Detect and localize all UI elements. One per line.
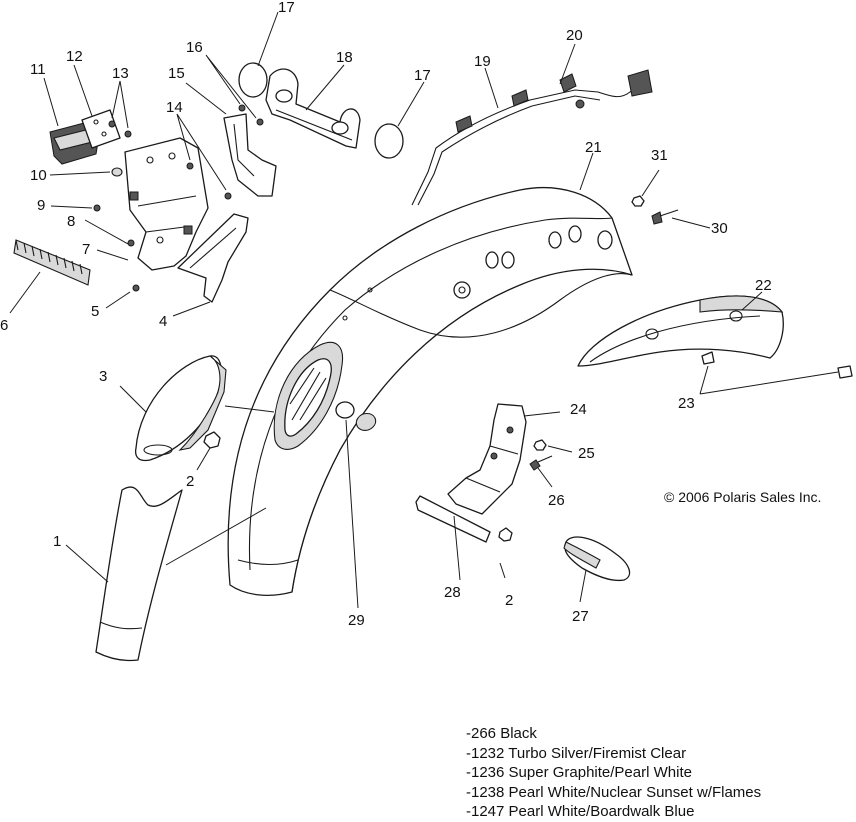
callout-2-left: 2 (186, 473, 194, 490)
turn-signal-lens-right (374, 123, 404, 159)
nut-14b (224, 192, 232, 200)
fender-tip (95, 486, 183, 662)
callout-14: 14 (166, 99, 183, 116)
callout-16: 16 (186, 39, 203, 56)
color-code-legend: -266 Black -1232 Turbo Silver/Firemist C… (466, 724, 761, 822)
color-code-line: -1236 Super Graphite/Pearl White (466, 764, 692, 781)
rear-trim (577, 295, 784, 367)
color-code-line: -1238 Pearl White/Nuclear Sunset w/Flame… (466, 783, 762, 801)
nut-2-right (498, 527, 513, 542)
callout-17-top: 17 (278, 0, 295, 16)
nut-2-left (203, 431, 221, 449)
callout-3: 3 (99, 368, 107, 385)
callout-8: 8 (67, 213, 75, 230)
bolt-23b (837, 365, 853, 379)
callout-10: 10 (30, 167, 47, 184)
mount-bracket (223, 113, 277, 197)
screw-8 (127, 239, 135, 247)
trim-strip (415, 495, 491, 543)
nut-10 (111, 167, 123, 177)
reflector-strip (13, 239, 91, 286)
rear-fender (227, 187, 633, 596)
callout-2-right: 2 (505, 592, 513, 609)
turn-signal-bracket (265, 68, 361, 149)
lamp-gasket (81, 109, 121, 149)
callout-31: 31 (651, 147, 668, 164)
screw-5 (132, 284, 140, 292)
copyright-notice: © 2006 Polaris Sales Inc. (664, 489, 822, 505)
callout-5: 5 (91, 303, 99, 320)
screw-13a (108, 120, 116, 128)
callout-27: 27 (572, 608, 589, 625)
callout-17-right: 17 (414, 67, 431, 84)
wire-harness (411, 69, 653, 206)
callout-25: 25 (578, 445, 595, 462)
bolt-23a (701, 351, 715, 365)
taillight-lens (134, 355, 227, 462)
nut-25 (533, 439, 547, 451)
callout-26: 26 (548, 492, 565, 509)
screw-16a (238, 104, 246, 112)
callout-19: 19 (474, 53, 491, 70)
callout-18: 18 (336, 49, 353, 66)
callout-numbers: 1 2 2 3 4 5 6 7 8 9 10 11 12 13 14 15 16… (0, 0, 772, 629)
license-bracket (124, 137, 209, 271)
leader-lines (9, 11, 839, 609)
callout-29: 29 (348, 612, 365, 629)
color-code-line: -1232 Turbo Silver/Firemist Clear (466, 744, 687, 762)
callout-11: 11 (30, 61, 46, 78)
screw-26 (529, 455, 553, 471)
callout-15: 15 (168, 65, 185, 82)
callout-1: 1 (53, 533, 61, 550)
callout-4: 4 (159, 313, 167, 330)
callout-9: 9 (37, 197, 45, 214)
callout-23: 23 (678, 395, 695, 412)
color-code-line: -1247 Pearl White/Boardwalk Blue (466, 803, 695, 820)
callout-22: 22 (755, 277, 772, 294)
callout-7: 7 (82, 241, 90, 258)
screw-30 (651, 209, 679, 225)
callout-24: 24 (570, 401, 587, 418)
callout-12: 12 (66, 48, 83, 65)
callout-6: 6 (0, 317, 8, 334)
callout-30: 30 (711, 220, 728, 237)
screw-13b (124, 130, 132, 138)
nut-31 (631, 195, 645, 207)
screw-16b (256, 118, 264, 126)
clamp (563, 536, 631, 582)
lower-mount-plate (177, 213, 249, 303)
color-code-line: -266 Black (466, 725, 537, 742)
callout-21: 21 (585, 139, 602, 156)
turn-signal-lens-left (238, 62, 268, 98)
callout-20: 20 (566, 27, 583, 44)
screw-9 (93, 204, 101, 212)
support-bracket (447, 403, 527, 515)
callout-13: 13 (112, 65, 129, 82)
nut-14a (186, 162, 194, 170)
callout-28: 28 (444, 584, 461, 601)
